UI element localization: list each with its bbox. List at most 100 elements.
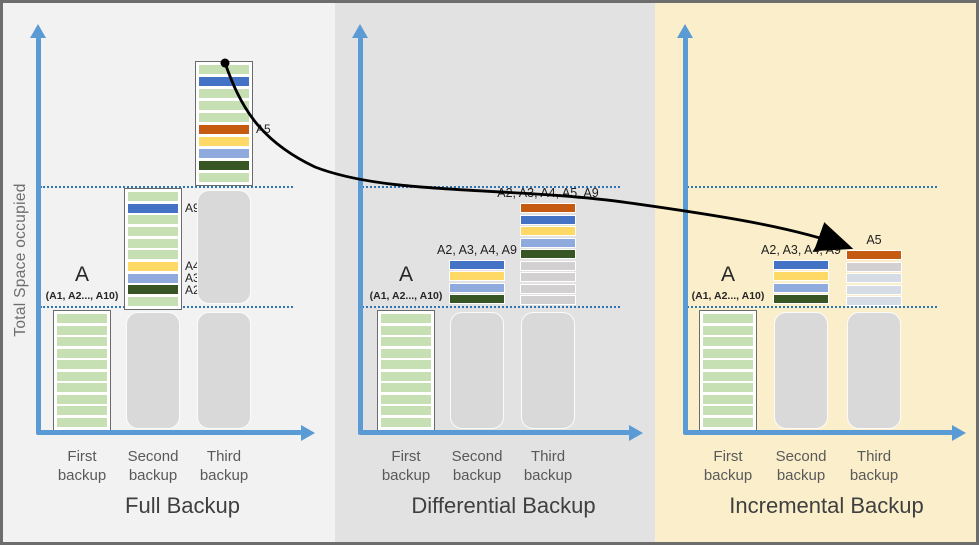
- stripe-side-label: A9: [185, 201, 200, 216]
- backup-stripe: [846, 296, 902, 306]
- tick-label-line2: backup: [776, 467, 826, 484]
- backup-stripe: [57, 337, 107, 347]
- stripe-side-label: A2: [185, 282, 200, 297]
- backup-stripe: [381, 417, 431, 427]
- stack-label: A2, A3, A4, A5, A9: [497, 186, 599, 200]
- backup-stripe: [128, 192, 178, 201]
- backup-stack-third-backup: [846, 250, 902, 306]
- backup-stack-second-backup: [124, 188, 182, 310]
- dotted-guideline-upper: [687, 186, 937, 188]
- tick-label-line2: backup: [381, 467, 431, 484]
- backup-stripe: [520, 260, 576, 271]
- backup-stripe: [381, 383, 431, 393]
- backup-stripe: [381, 406, 431, 416]
- tick-label-line1: Second: [127, 448, 179, 465]
- backup-stripe: [128, 203, 178, 213]
- stripe-side-label: A3: [185, 271, 200, 285]
- backup-stripe: [703, 348, 753, 358]
- first-bar-sub-label: (A1, A2..., A10): [45, 290, 119, 302]
- backup-stack-second-backup: [449, 259, 505, 304]
- backup-stripe: [381, 394, 431, 404]
- backup-stripe: [57, 417, 107, 427]
- x-axis-line: [682, 430, 953, 435]
- backup-stripe: [57, 406, 107, 416]
- backup-stripe: [381, 314, 431, 323]
- backup-stripe: [128, 273, 178, 283]
- backup-stripe: [520, 237, 576, 248]
- tick-label-line1: Third: [530, 448, 566, 465]
- gray-placeholder-bar: [450, 312, 504, 429]
- backup-stripe: [128, 296, 178, 306]
- gray-placeholder-bar: [126, 312, 180, 429]
- backup-stripe: [381, 371, 431, 381]
- backup-stripe: [846, 284, 902, 295]
- backup-stripe: [773, 282, 829, 293]
- backup-stripe: [57, 348, 107, 358]
- y-axis-line: [35, 37, 41, 433]
- tick-label-line2: backup: [849, 467, 899, 484]
- backup-stripe: [199, 173, 249, 182]
- backup-stripe: [199, 149, 249, 158]
- x-axis-arrowhead: [301, 424, 315, 441]
- backup-stripe: [846, 273, 902, 283]
- backup-stripe: [773, 271, 829, 281]
- backup-stripe: [128, 250, 178, 260]
- tick-label-line2: backup: [128, 467, 178, 484]
- panel-title: Differential Backup: [411, 493, 596, 518]
- y-axis-arrowhead: [676, 24, 693, 38]
- panel-title: Incremental Backup: [729, 493, 924, 518]
- backup-stripe: [846, 261, 902, 272]
- backup-stripe: [520, 249, 576, 259]
- backup-stripe: [199, 101, 249, 110]
- tick-label-line1: Second: [775, 448, 827, 465]
- backup-stripe: [703, 394, 753, 404]
- backup-stripe: [57, 394, 107, 404]
- backup-stripe: [703, 325, 753, 335]
- backup-stripe: [57, 360, 107, 370]
- backup-stripe: [199, 65, 249, 74]
- backup-stripe: [381, 325, 431, 335]
- first-bar-sub-label: (A1, A2..., A10): [369, 290, 443, 302]
- backup-stripe: [199, 113, 249, 122]
- backup-stripe: [846, 250, 902, 260]
- tick-label-line1: Third: [856, 448, 892, 465]
- tick-label-line1: First: [391, 448, 421, 465]
- backup-stripe: [520, 226, 576, 236]
- backup-stripe: [449, 294, 505, 304]
- backup-stripe: [199, 125, 249, 134]
- backup-stripe: [520, 203, 576, 213]
- backup-stack-first-backup: [377, 310, 435, 431]
- backup-stripe: [381, 348, 431, 358]
- y-axis-line: [682, 37, 688, 433]
- backup-stripe: [703, 371, 753, 381]
- backup-stripe: [199, 137, 249, 146]
- backup-stack-second-backup: [773, 259, 829, 304]
- gray-placeholder-bar: [197, 190, 251, 304]
- panel-title: Full Backup: [125, 493, 240, 518]
- backup-stripe: [520, 214, 576, 225]
- backup-stack-third-backup: [195, 61, 253, 186]
- tick-label-line1: First: [67, 448, 97, 465]
- backup-stack-first-backup: [53, 310, 111, 431]
- y-axis-title: Total Space occupied: [12, 183, 29, 337]
- tick-label-third-backup: Third backup: [826, 447, 922, 485]
- backup-stripe: [773, 259, 829, 270]
- backup-stripe: [199, 89, 249, 98]
- dotted-guideline-upper: [40, 186, 293, 188]
- backup-stripe: [381, 360, 431, 370]
- backup-stripe: [520, 272, 576, 282]
- y-axis-arrowhead: [29, 24, 46, 38]
- dotted-guideline-lower: [362, 306, 620, 308]
- backup-stripe: [128, 238, 178, 248]
- gray-placeholder-bar: [521, 312, 575, 429]
- backup-stripe: [57, 325, 107, 335]
- backup-stripe: [703, 383, 753, 393]
- tick-label-line2: backup: [199, 467, 249, 484]
- x-axis-line: [357, 430, 630, 435]
